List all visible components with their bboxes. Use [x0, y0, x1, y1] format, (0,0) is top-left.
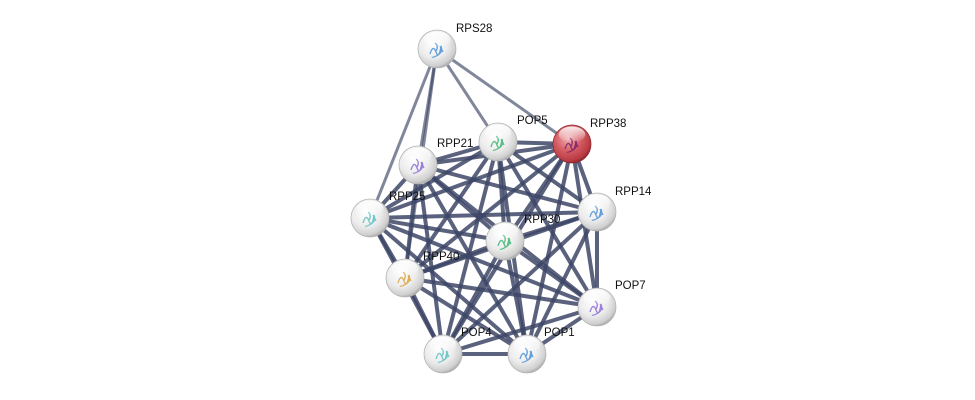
edge-rpp30-pop4[interactable]	[441, 239, 507, 356]
node-label: RPP25	[389, 191, 425, 203]
node-highlight	[484, 124, 512, 141]
edge-rpp21-pop4[interactable]	[416, 163, 445, 356]
edge-rpp40-pop7[interactable]	[403, 276, 599, 309]
edge-rpp38-rpp40[interactable]	[403, 142, 574, 280]
edge-pop7-pop4[interactable]	[441, 305, 599, 356]
node-highlight	[558, 126, 586, 143]
edge-rpp38-rpp25[interactable]	[368, 142, 574, 220]
node-highlight	[356, 200, 384, 217]
node-rpp25[interactable]: RPP25	[350, 191, 425, 238]
node-label: POP1	[544, 327, 575, 339]
node-rpp14[interactable]: RPP14	[577, 186, 652, 232]
node-label: RPP30	[524, 214, 560, 226]
edge-rpp40-pop1[interactable]	[403, 276, 529, 356]
edge-rps28-rpp38[interactable]	[435, 47, 574, 146]
node-pop7[interactable]: POP7	[577, 280, 646, 327]
node-label: RPP14	[615, 186, 652, 198]
node-pop5[interactable]: POP5	[478, 115, 548, 162]
edge-pop5-pop4[interactable]	[441, 140, 500, 356]
node-highlight	[491, 223, 519, 240]
node-label: RPP38	[590, 118, 626, 130]
edge-rpp38-pop1[interactable]	[525, 142, 574, 356]
edge-rps28-rpp25[interactable]	[368, 47, 439, 220]
edge-rpp25-rpp14[interactable]	[368, 210, 599, 220]
node-rpp38[interactable]: RPP38	[552, 118, 626, 164]
node-label: RPP40	[423, 251, 459, 263]
node-label: POP5	[517, 115, 548, 127]
node-rpp40[interactable]: RPP40	[385, 251, 459, 298]
node-pop4[interactable]: POP4	[423, 327, 492, 374]
node-rpp30[interactable]: RPP30	[485, 214, 560, 261]
node-label: RPS28	[456, 23, 492, 35]
node-label: RPP21	[437, 138, 473, 150]
node-highlight	[513, 336, 541, 353]
node-highlight	[583, 289, 611, 306]
edge-pop5-rpp40[interactable]	[403, 140, 500, 280]
node-highlight	[404, 147, 432, 164]
node-highlight	[423, 31, 451, 48]
node-highlight	[391, 260, 419, 277]
node-label: POP4	[461, 327, 492, 339]
edge-pop5-pop7[interactable]	[496, 140, 599, 309]
node-highlight	[583, 194, 611, 211]
node-rpp21[interactable]: RPP21	[398, 138, 473, 185]
edge-rpp21-rpp14[interactable]	[416, 163, 599, 214]
node-highlight	[429, 336, 457, 353]
edge-rpp14-pop4[interactable]	[441, 210, 599, 356]
edge-rpp25-rpp30[interactable]	[368, 216, 507, 243]
node-rps28[interactable]: RPS28	[417, 23, 492, 69]
node-pop1[interactable]: POP1	[507, 327, 575, 374]
node-label: POP7	[615, 280, 646, 292]
